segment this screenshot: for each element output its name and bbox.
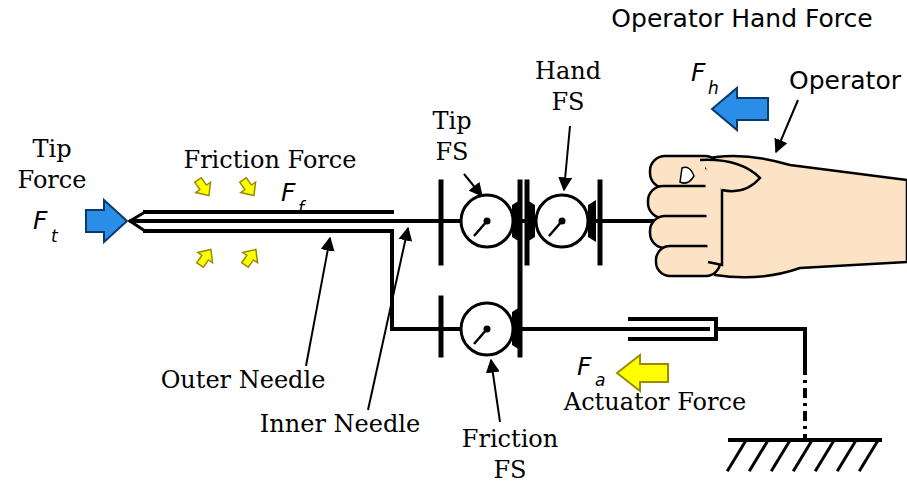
- force-symbol: F: [33, 206, 47, 236]
- outer-needle: [145, 210, 392, 214]
- force-subscript: h: [708, 78, 719, 98]
- inner-needle: [132, 219, 441, 223]
- part-label: Inner Needle: [260, 410, 420, 439]
- tip-force-arrow: [86, 200, 127, 242]
- operator-hand: [648, 156, 907, 277]
- force-subscript: t: [51, 226, 58, 246]
- force-symbol: F: [577, 352, 591, 382]
- force-heading: Operator Hand Force: [611, 4, 872, 34]
- force-heading: Actuator Force: [564, 388, 746, 417]
- part-label: Hand FS: [527, 56, 609, 118]
- ground-symbol: [730, 438, 880, 442]
- part-label: Operator: [789, 66, 901, 96]
- force-symbol: F: [691, 58, 705, 88]
- part-label: Friction FS: [454, 424, 566, 486]
- actuator-force-arrow: [617, 355, 668, 391]
- part-label: Tip FS: [421, 106, 483, 168]
- actuator-sleeve: [630, 319, 716, 339]
- hand-force-arrow: [712, 88, 768, 130]
- friction-arrows: [191, 175, 264, 270]
- force-subscript: f: [298, 198, 304, 218]
- part-label: Outer Needle: [161, 366, 326, 395]
- force-heading: Tip Force: [6, 134, 98, 196]
- outer-needle: [145, 229, 392, 233]
- force-subscript: a: [595, 370, 605, 390]
- force-heading: Friction Force: [183, 146, 356, 175]
- force-sensor-gauge: [461, 195, 588, 355]
- leader-lines: [306, 100, 798, 422]
- force-symbol: F: [281, 178, 295, 208]
